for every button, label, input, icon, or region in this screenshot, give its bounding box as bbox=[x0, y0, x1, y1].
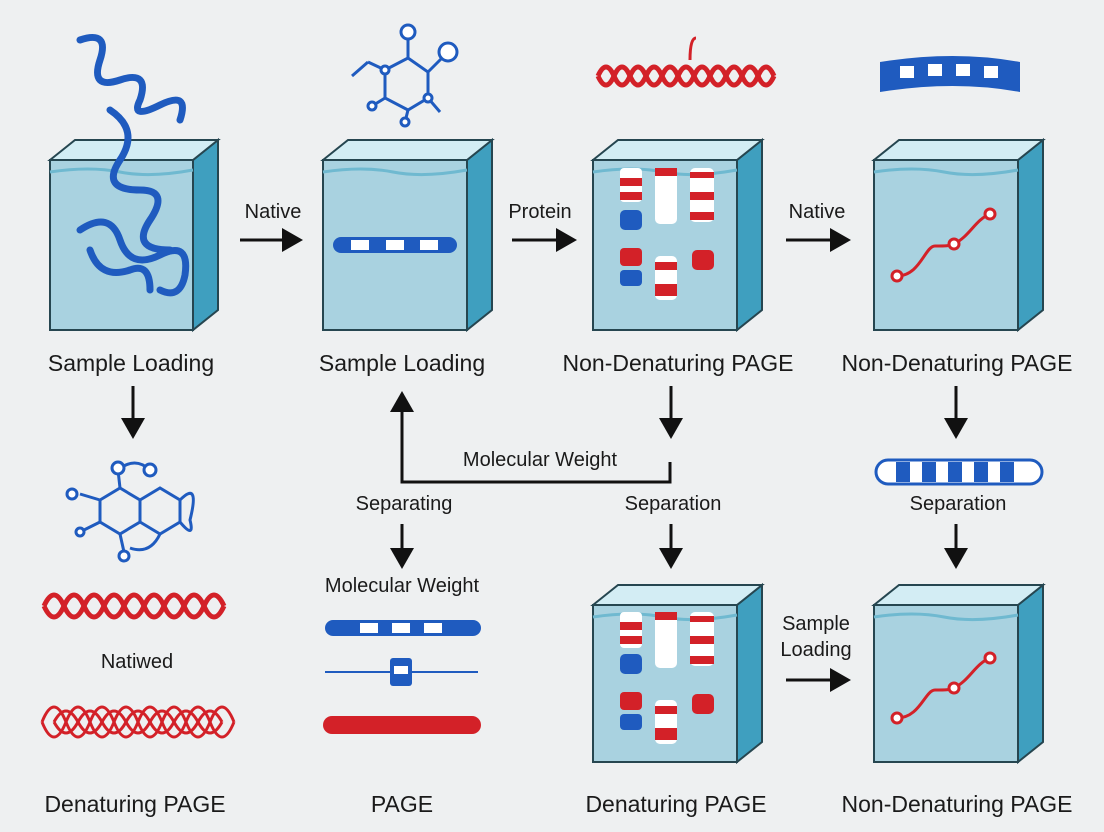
label-natived: Natiwed bbox=[101, 651, 173, 673]
label-p2: Sample Loading bbox=[319, 350, 485, 376]
label-separation-right: Separation bbox=[910, 493, 1007, 515]
blue-helix-icon bbox=[76, 34, 190, 297]
label-molecular-weight-mid: Molecular Weight bbox=[325, 575, 480, 597]
red-coil-icon bbox=[595, 36, 777, 88]
label-arrow-protein: Protein bbox=[508, 201, 571, 223]
gel-tank-4 bbox=[871, 137, 1046, 333]
molecule-cluster-icon bbox=[65, 460, 195, 563]
label-arrow-native-2: Native bbox=[789, 201, 846, 223]
gel-tank-5 bbox=[590, 582, 765, 765]
label-sample-loading-l2: Loading bbox=[780, 639, 851, 661]
label-molecular-weight-line: Molecular Weight bbox=[463, 449, 618, 471]
gel-tank-6 bbox=[871, 582, 1046, 765]
arrow-loop-up bbox=[390, 391, 672, 484]
label-sample-loading-l1: Sample bbox=[782, 613, 850, 635]
gel-3-lanes bbox=[620, 168, 714, 300]
gel-5-lanes bbox=[620, 612, 714, 744]
label-p5: Denaturing PAGE bbox=[44, 791, 225, 817]
blue-band-icon bbox=[880, 56, 1020, 92]
molecule-structure-icon bbox=[351, 23, 459, 128]
label-arrow-native-1: Native bbox=[245, 201, 302, 223]
label-p1: Sample Loading bbox=[48, 350, 214, 376]
gel-tank-2 bbox=[320, 137, 495, 333]
red-tangle-icon bbox=[40, 705, 236, 739]
red-coil-natived-icon bbox=[41, 592, 227, 620]
gel-6-trace bbox=[890, 651, 997, 725]
gel-tank-3 bbox=[590, 137, 765, 333]
text-labels: Sample Loading Sample Loading Non-Denatu… bbox=[44, 201, 1072, 817]
label-p4: Non-Denaturing PAGE bbox=[842, 350, 1073, 376]
label-p3: Non-Denaturing PAGE bbox=[563, 350, 794, 376]
label-separating: Separating bbox=[356, 493, 453, 515]
gel-4-trace bbox=[890, 207, 997, 283]
mw-band-top bbox=[325, 620, 481, 636]
label-p8: Non-Denaturing PAGE bbox=[842, 791, 1073, 817]
gel-2-band bbox=[333, 237, 457, 253]
label-p7: Denaturing PAGE bbox=[585, 791, 766, 817]
label-separation-mid: Separation bbox=[625, 493, 722, 515]
mw-marker-line bbox=[325, 658, 478, 686]
label-p6: PAGE bbox=[371, 791, 433, 817]
separation-band bbox=[874, 458, 1044, 486]
mw-band-red bbox=[323, 716, 481, 734]
arrows bbox=[121, 228, 968, 692]
gel-tank-1 bbox=[47, 137, 221, 333]
